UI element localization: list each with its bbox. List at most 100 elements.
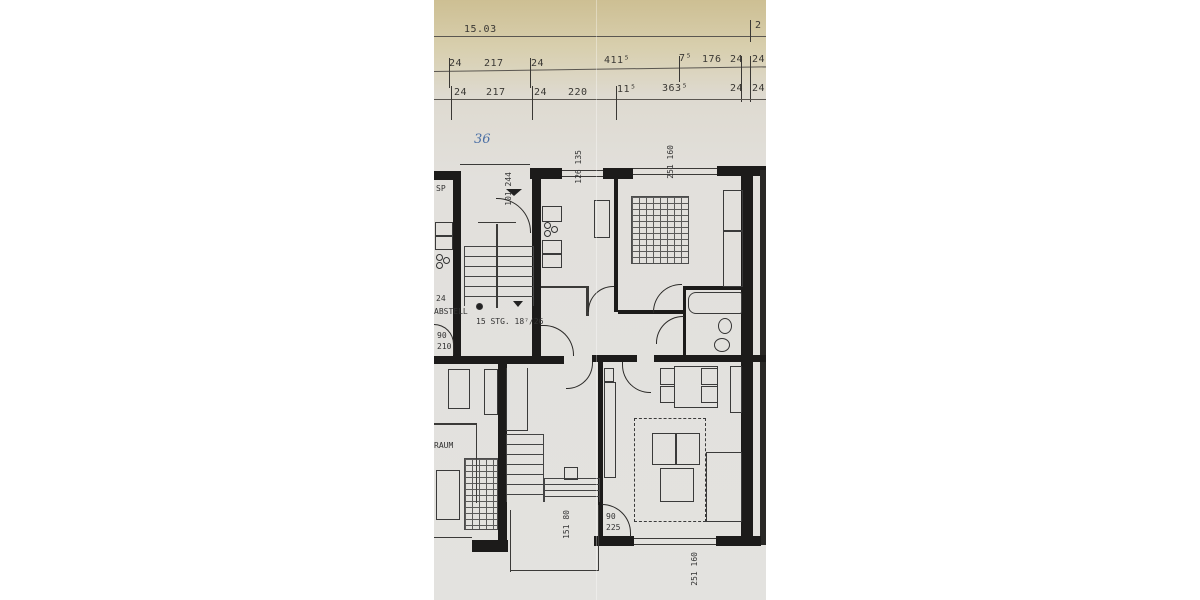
shelf-line [434, 423, 476, 425]
window-line [633, 174, 717, 175]
landing-steps [544, 478, 600, 502]
staircase-lower [506, 434, 544, 502]
sideboard [604, 382, 616, 478]
dimension-tick [449, 58, 450, 88]
wall-line [541, 286, 586, 288]
cabinet [542, 254, 562, 268]
dim-r2-4: 11⁵ [617, 84, 637, 95]
sofa [706, 452, 742, 522]
hall-door-swing [541, 325, 574, 356]
dimension-tick [616, 86, 617, 120]
washbasin [718, 318, 732, 334]
wall [594, 536, 634, 546]
wall [683, 286, 686, 356]
wall [614, 178, 618, 312]
room-label-raum: RAUM [434, 441, 454, 450]
chair [701, 386, 718, 403]
cabinet [435, 236, 453, 250]
shelf [730, 366, 742, 413]
bathtub [688, 292, 742, 314]
living-door-swing [622, 362, 651, 393]
kitchen-door-swing [588, 286, 614, 312]
wall [434, 171, 460, 180]
cabinet [604, 368, 614, 382]
wall-line [460, 164, 530, 165]
armchair [676, 433, 700, 465]
bed [631, 196, 689, 264]
dim-r1-0: 24 [449, 58, 463, 69]
dim-r1-5: 176 [702, 54, 722, 65]
bedroom-door-swing [653, 284, 682, 313]
handwritten-note: 36 [474, 132, 491, 147]
wall [716, 536, 761, 546]
window-line [634, 538, 716, 539]
dim-r2-6: 24 [730, 83, 744, 94]
dim-r1-2: 24 [531, 58, 545, 69]
wardrobe [723, 190, 743, 232]
bed [464, 458, 498, 530]
balcony-outline [510, 570, 598, 571]
dim-r2-0: 24 [454, 87, 468, 98]
wall [453, 171, 461, 358]
stove-burner [436, 254, 443, 261]
storage-label: SP [436, 184, 446, 193]
dim-r2-7: 24 [752, 83, 766, 94]
stair-arrow-icon [513, 301, 523, 307]
dim-r2-1: 217 [486, 87, 506, 98]
dimension-tick [530, 58, 531, 88]
overall-dimension: 15.03 [464, 24, 497, 35]
dim-r2-3: 220 [568, 87, 588, 98]
wall [618, 310, 683, 314]
balcony-outline [510, 510, 511, 572]
coffee-table [660, 468, 694, 502]
chimney [564, 467, 578, 480]
window-line [633, 168, 717, 169]
dimension-tick [750, 20, 751, 42]
dim-r1-6: 24 [730, 54, 744, 65]
toilet [714, 338, 730, 352]
dim-r2-5: 363⁵ [662, 83, 689, 94]
stove-burner [551, 226, 558, 233]
stair-door-swing [496, 198, 531, 233]
wall [472, 540, 508, 552]
wall [530, 168, 562, 179]
window-line [634, 544, 716, 545]
cabinet [448, 369, 470, 409]
desk [436, 470, 460, 520]
window-line [562, 176, 603, 177]
cabinet [542, 206, 562, 222]
lower-door-swing [566, 362, 593, 389]
stair-start-dot [476, 303, 483, 310]
wall [603, 168, 633, 179]
chair [701, 368, 718, 385]
paper-fold [596, 0, 597, 600]
overall-dimension-line [434, 36, 766, 37]
staircase [464, 246, 534, 306]
cabinet [435, 222, 453, 236]
dimension-tick [741, 56, 742, 102]
dim-r1-1: 217 [484, 58, 504, 69]
floor-plan-sheet: 36 15.03 2 24 217 24 411⁵ 7⁵ 176 24 24 2… [434, 0, 766, 600]
bathroom-door-swing [656, 316, 684, 344]
stove-burner [544, 230, 551, 237]
wall [434, 356, 564, 364]
balcony-outline [598, 505, 599, 571]
dimension-tick [532, 86, 533, 120]
chair [660, 386, 675, 403]
dimension-tick [679, 56, 680, 82]
stove-burner [436, 262, 443, 269]
dimension-tick [750, 56, 751, 102]
wall [654, 355, 766, 362]
wall [683, 286, 743, 290]
stair-handrail [496, 224, 498, 308]
stair-note: 15 STG. 18⁷/26 [476, 317, 544, 326]
wall [598, 362, 603, 542]
wall-line [586, 286, 589, 316]
dim-r1-3: 411⁵ [604, 55, 631, 66]
overall-dimension-right: 2 [755, 20, 762, 31]
living-window-dim: 251 160 [690, 552, 699, 586]
dim-r2-2: 24 [534, 87, 548, 98]
abstell-number: 24 [436, 294, 446, 303]
cabinet [484, 369, 498, 415]
